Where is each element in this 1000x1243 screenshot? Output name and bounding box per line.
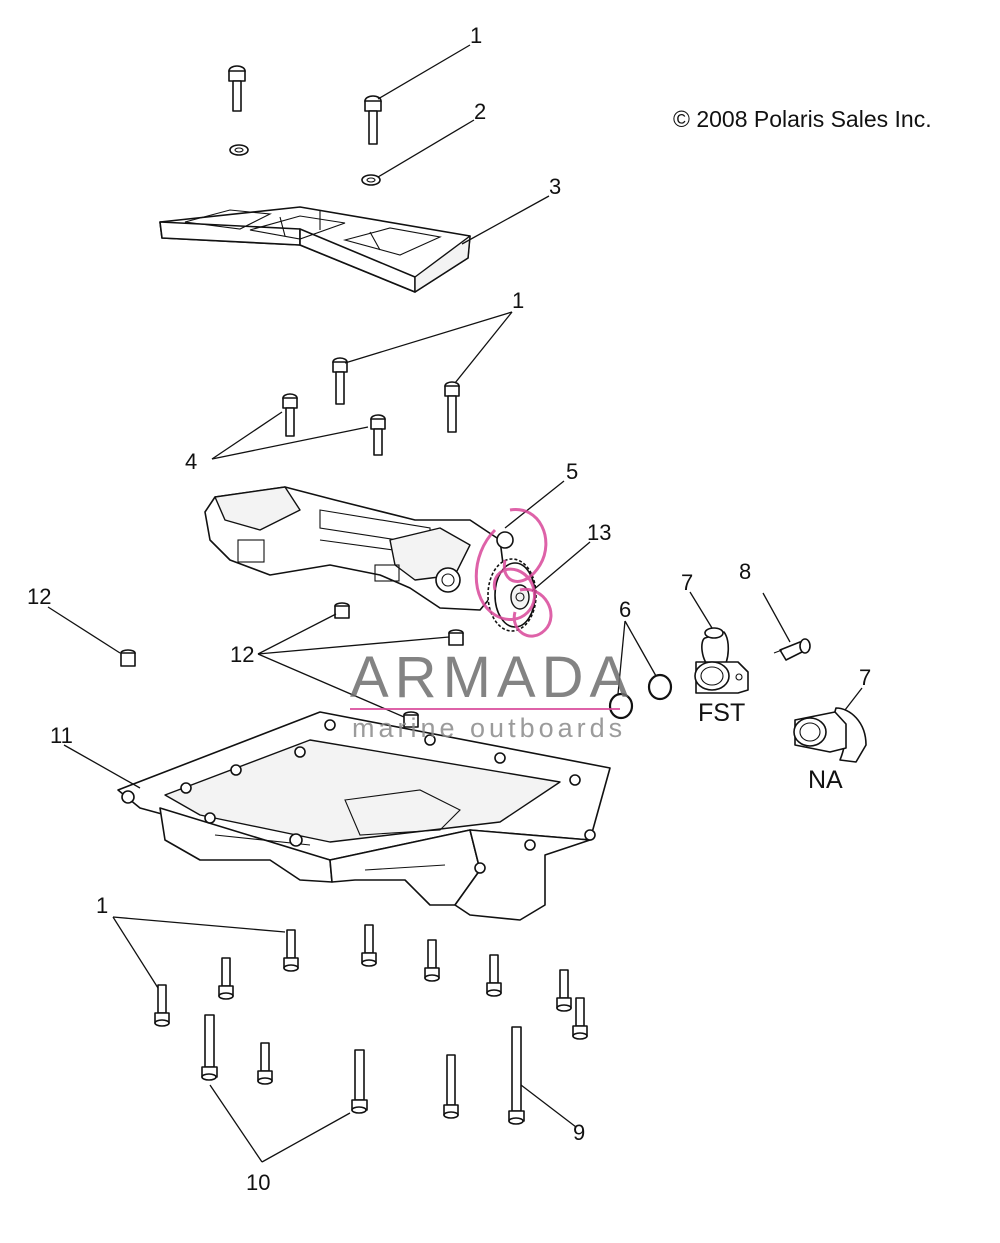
callout-4: 4 — [185, 449, 197, 474]
washer-2-left — [229, 144, 249, 156]
o-ring-6-lower — [608, 692, 634, 720]
callout-10: 10 — [246, 1170, 270, 1195]
screw-1-bottom-c — [283, 929, 299, 972]
screw-1-top-right — [364, 95, 382, 145]
leader-lines — [47, 44, 863, 1163]
screw-1-bottom-b — [218, 957, 234, 1000]
screw-1-bottom-h — [572, 997, 588, 1040]
oil-pump-5 — [204, 486, 514, 611]
callout-7-na: 7 — [859, 665, 871, 690]
callout-3: 3 — [549, 174, 561, 199]
long-bolt-9 — [508, 1026, 525, 1125]
fitting-7-na — [793, 707, 867, 763]
bolt-10-b — [257, 1042, 273, 1085]
variant-label-na: NA — [808, 766, 843, 794]
callouts: 1 2 3 1 4 5 13 12 12 6 7 8 7 11 1 9 10 — [27, 23, 871, 1195]
callout-7-fst: 7 — [681, 570, 693, 595]
bolt-10-d — [443, 1054, 459, 1119]
callout-12-left: 12 — [27, 584, 51, 609]
screw-4-left — [282, 393, 298, 437]
callout-12-mid: 12 — [230, 642, 254, 667]
screw-1-bottom-f — [486, 954, 502, 997]
armada-watermark: ARMADA marine outboards — [350, 508, 634, 743]
o-ring-6-upper — [647, 673, 673, 701]
bolt-10-c — [351, 1049, 368, 1114]
variant-label-fst: FST — [698, 699, 745, 727]
callout-11: 11 — [50, 723, 73, 748]
bolt-10-a — [201, 1014, 218, 1081]
callout-1-top: 1 — [470, 23, 482, 48]
oil-pan-11 — [117, 711, 611, 921]
screw-4-right — [370, 414, 386, 456]
watermark-tagline: marine outboards — [352, 713, 626, 743]
watermark-brand: ARMADA — [350, 645, 634, 710]
dowel-12-c — [403, 711, 419, 728]
screw-1-bottom-d — [361, 924, 377, 967]
callout-8: 8 — [739, 559, 751, 584]
copyright-text: © 2008 Polaris Sales Inc. — [673, 106, 932, 132]
armada-logo-mark — [474, 508, 553, 638]
callout-5: 5 — [566, 459, 578, 484]
callout-13: 13 — [587, 520, 611, 545]
screw-1-bottom-e — [424, 939, 440, 982]
callout-6: 6 — [619, 597, 631, 622]
callout-1-mid: 1 — [512, 288, 524, 313]
fitting-7-fst — [694, 627, 749, 694]
screw-8 — [773, 638, 811, 661]
washer-2-right — [361, 174, 381, 186]
callout-9: 9 — [573, 1120, 585, 1145]
baffle-plate-3 — [159, 206, 471, 293]
dowel-12-a — [334, 602, 350, 619]
screw-1-mid-a — [332, 357, 348, 405]
callout-2: 2 — [474, 99, 486, 124]
callout-1-bottom: 1 — [96, 893, 108, 918]
dowel-12-b — [448, 629, 464, 646]
screw-1-mid-b — [444, 381, 460, 433]
screw-1-top-left — [228, 65, 246, 112]
dowel-12-left — [120, 649, 136, 667]
screw-1-bottom-g — [556, 969, 572, 1012]
screw-1-bottom-a — [154, 984, 170, 1027]
